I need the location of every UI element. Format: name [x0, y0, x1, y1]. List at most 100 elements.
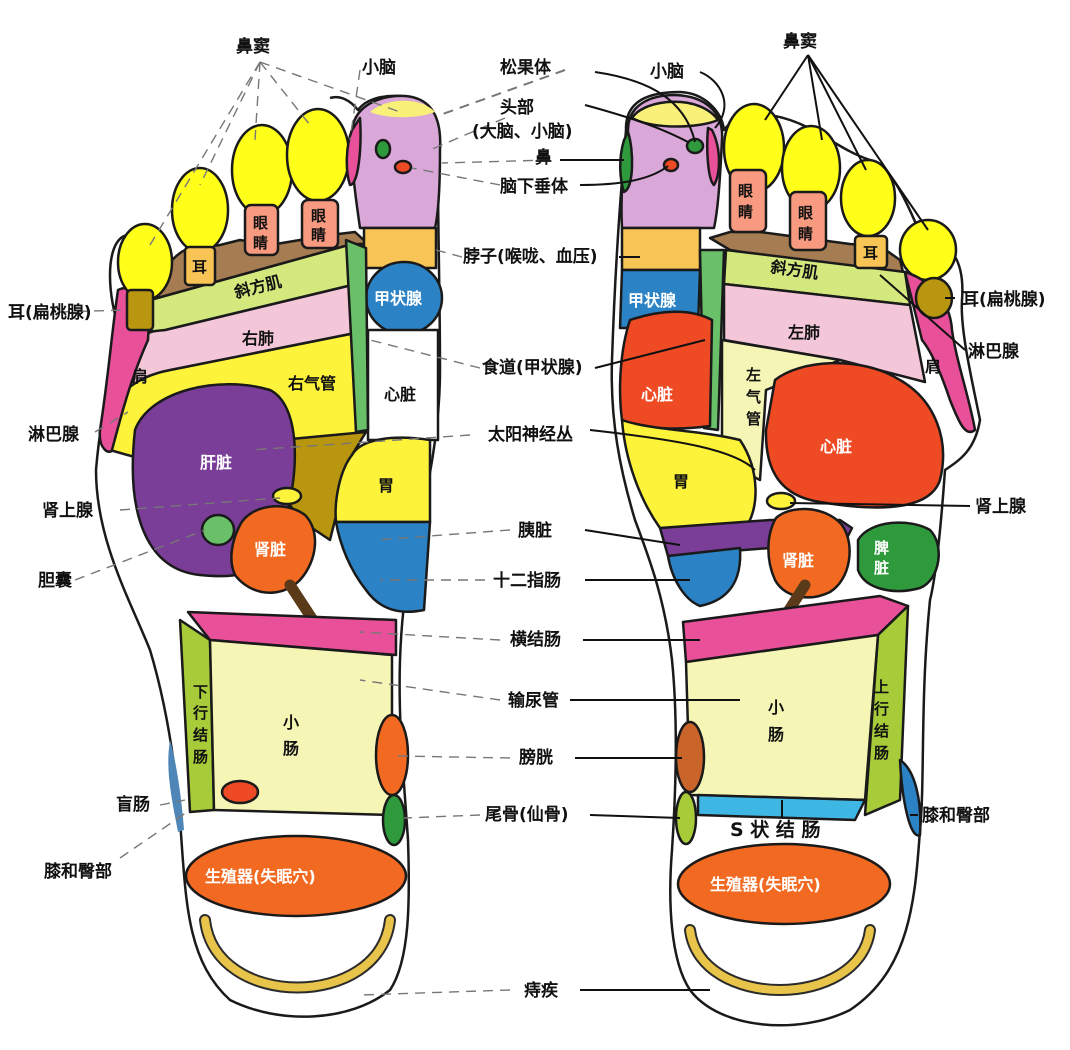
region-kidney-left: 肾脏 [254, 540, 286, 559]
label-knee-hip-left: 膝和臀部 [44, 861, 112, 882]
label-gallbladder: 胆囊 [38, 570, 72, 591]
right-duodenum [666, 546, 742, 608]
label-ear-tonsil-right: 耳(扁桃腺) [962, 289, 1046, 310]
left-pineal-dot [374, 138, 392, 160]
region-asc-colon-3: 结 [874, 722, 889, 740]
left-transverse-colon [186, 610, 398, 657]
label-pineal: 松果体 [500, 57, 552, 78]
label-cecum: 盲肠 [116, 794, 150, 815]
right-heart [764, 361, 945, 509]
left-toe-4 [170, 166, 230, 254]
label-cerebellum-left: 小脑 [362, 57, 396, 78]
left-toe-5 [116, 222, 174, 302]
left-hemorrhoid-fill [201, 916, 394, 992]
left-gallbladder [200, 513, 236, 547]
label-lymph-left: 淋巴腺 [28, 424, 80, 445]
left-stomach [334, 436, 432, 524]
region-heart-right-small: 心脏 [641, 385, 673, 404]
label-neck: 脖子(喉咙、血压) [463, 246, 598, 267]
region-left-bronchus-2: 气 [745, 388, 761, 406]
region-small-int-right-2: 肠 [768, 725, 784, 744]
region-asc-colon-2: 行 [873, 700, 889, 718]
right-eye-box-1 [728, 168, 768, 234]
left-eye-box-1 [243, 203, 280, 257]
left-toe-3 [230, 123, 294, 217]
region-ear-right: 耳 [863, 244, 878, 262]
right-knee-strip [898, 758, 922, 837]
label-bladder: 膀胱 [519, 747, 553, 768]
left-ear-box [183, 245, 217, 287]
left-esophagus [344, 238, 370, 434]
label-ureter: 输尿管 [508, 690, 559, 711]
region-shoulder-right: 肩 [925, 357, 941, 376]
region-eye-right-1b: 睛 [738, 203, 753, 221]
region-spleen-1: 脾 [874, 539, 889, 557]
region-desc-colon-2: 行 [192, 704, 208, 722]
label-coccyx: 尾骨(仙骨) [485, 804, 569, 825]
leader-lines [59, 54, 971, 996]
region-kidney-right: 肾脏 [782, 551, 814, 570]
right-cerebellum-zone [706, 126, 721, 187]
region-thyroid-right: 甲状腺 [628, 291, 677, 310]
region-stomach-right: 胃 [673, 472, 689, 491]
right-spleen [856, 521, 940, 593]
region-heart-right: 心脏 [820, 437, 852, 456]
label-pituitary: 脑下垂体 [500, 176, 569, 197]
label-solar-plexus: 太阳神经丛 [488, 424, 573, 445]
region-heart-left: 心脏 [384, 385, 416, 404]
left-foot [94, 94, 444, 1018]
label-lymph-right: 淋巴腺 [968, 341, 1020, 362]
label-cerebellum-right: 小脑 [650, 61, 684, 82]
label-adrenal-right: 肾上腺 [975, 496, 1027, 517]
region-right-lung: 右肺 [242, 329, 274, 348]
left-kidney [230, 505, 317, 594]
left-coccyx [381, 793, 407, 847]
region-shoulder-left: 肩 [132, 367, 148, 386]
right-ear-box [853, 234, 889, 270]
left-cerebellum-zone [345, 116, 362, 187]
right-eye-box-2 [788, 190, 828, 252]
region-sigmoid: S 状 结 肠 [730, 818, 821, 841]
label-sinus-left: 鼻窦 [236, 36, 270, 57]
label-head-sub: (大脑、小脑) [472, 121, 573, 142]
label-sinus-right: 鼻窦 [783, 31, 817, 52]
left-big-toe [350, 94, 442, 230]
region-eye-right-2b: 睛 [798, 225, 813, 243]
left-appendix [220, 779, 260, 805]
region-stomach-left: 胃 [378, 476, 394, 495]
left-toe-2 [285, 107, 351, 203]
region-eye-left-1a: 眼 [253, 214, 268, 232]
left-pancreas [334, 520, 432, 614]
left-big-toe-tip [370, 100, 435, 118]
right-stomach [620, 418, 757, 532]
label-knee-hip-right: 膝和臀部 [922, 805, 990, 826]
region-right-bronchus: 右气管 [288, 374, 336, 393]
region-small-int-right-1: 小 [768, 698, 784, 717]
left-adrenal [271, 486, 303, 506]
label-esophagus: 食道(甲状腺) [482, 357, 583, 378]
right-adrenal [765, 491, 797, 511]
region-small-int-left-2: 肠 [283, 739, 299, 758]
left-tonsil-box [125, 288, 155, 332]
left-bladder [374, 713, 410, 797]
label-duodenum: 十二指肠 [493, 570, 561, 591]
region-desc-colon-3: 结 [193, 726, 208, 744]
region-liver: 肝脏 [200, 453, 232, 472]
left-eye-box-2 [300, 198, 340, 250]
region-eye-right-2a: 眼 [798, 204, 813, 222]
label-pancreas: 胰脏 [518, 520, 552, 541]
right-hemorrhoid-fill [686, 926, 874, 994]
region-eye-left-1b: 睛 [253, 234, 268, 252]
region-genital-right: 生殖器(失眠穴) [710, 875, 821, 894]
left-genital [184, 834, 408, 918]
right-pituitary-dot [662, 157, 680, 173]
right-small-intestine [684, 633, 880, 802]
region-eye-left-2a: 眼 [311, 207, 326, 225]
region-left-lung: 左肺 [787, 323, 820, 342]
region-eye-right-1a: 眼 [738, 182, 753, 200]
label-ear-tonsil-left: 耳(扁桃腺) [8, 302, 92, 323]
right-big-toe-tip [630, 100, 720, 128]
label-head: 头部 [500, 97, 534, 118]
